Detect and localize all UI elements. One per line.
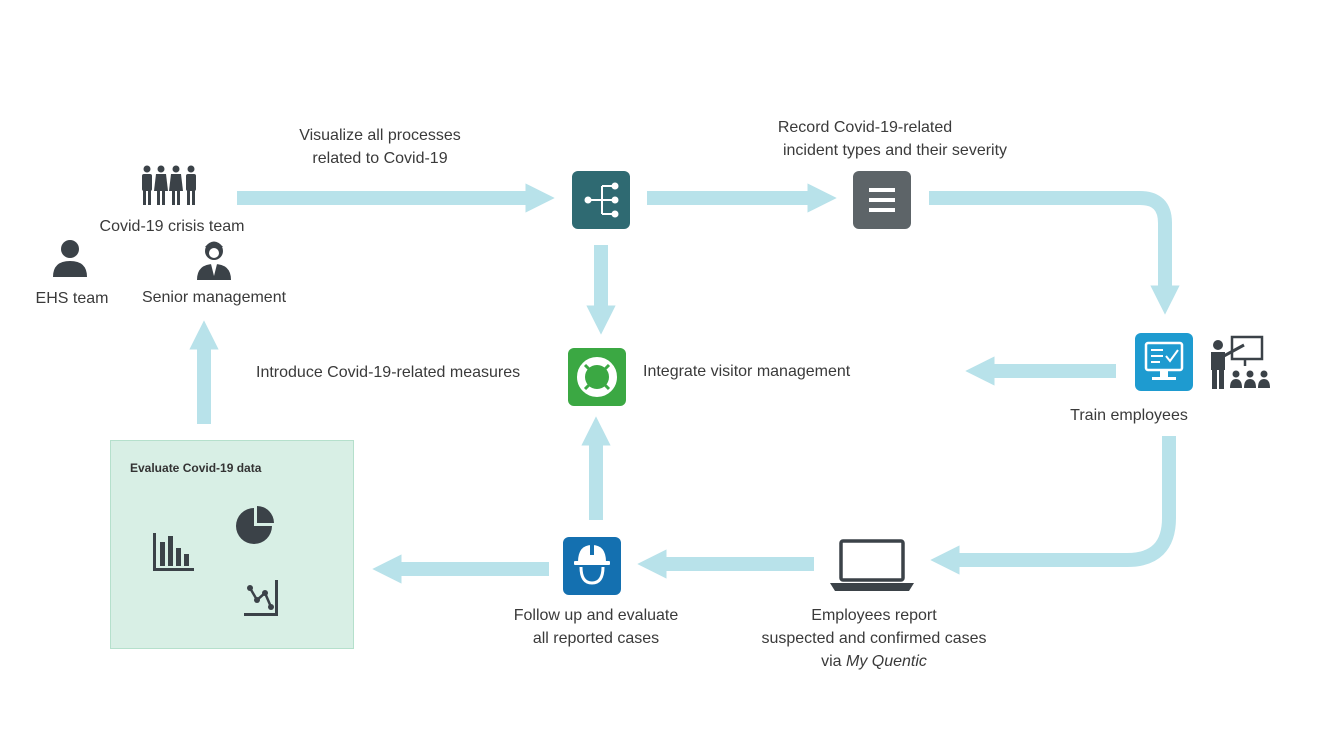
follow-up-label: Follow up and evaluate all reported case…	[490, 604, 702, 650]
presenter-icon	[1211, 335, 1270, 389]
ehs-team-label: EHS team	[35, 290, 109, 307]
evaluate-data-box	[110, 440, 354, 649]
evaluate-data-title: Evaluate Covid-19 data	[130, 461, 262, 475]
my-quentic-text: My Quentic	[845, 653, 927, 670]
training-screen-icon	[1135, 333, 1193, 391]
visualize-line-1: Visualize all processes	[299, 127, 461, 144]
visualize-line-2: related to Covid-19	[312, 150, 448, 167]
hardhat-worker-icon	[563, 537, 621, 595]
laptop-icon	[830, 539, 914, 591]
report-via-text: via	[821, 653, 846, 670]
process-tree-icon	[572, 171, 630, 229]
report-line-2: suspected and confirmed cases	[761, 630, 987, 647]
record-line-1: Record Covid-19-related	[777, 119, 953, 136]
integrate-visitor-label: Integrate visitor management	[643, 363, 851, 380]
person-icon	[53, 240, 87, 277]
arrow-training-to-report	[930, 436, 1176, 575]
report-line-3: via My Quentic	[734, 650, 1014, 673]
list-icon	[853, 171, 911, 229]
lifebuoy-icon	[568, 348, 626, 406]
follow-line-2: all reported cases	[532, 630, 660, 647]
report-line-1: Employees report	[811, 607, 937, 624]
arrow-incident-to-training	[929, 191, 1180, 315]
connector-arrows	[189, 183, 1180, 584]
employees-report-label: Employees report suspected and confirmed…	[734, 604, 1014, 673]
manager-icon	[197, 241, 231, 280]
introduce-measures-label: Introduce Covid-19-related measures	[256, 364, 521, 381]
record-line-2: incident types and their severity	[782, 142, 1008, 159]
follow-line-1: Follow up and evaluate	[513, 607, 679, 624]
group-people-icon	[142, 165, 196, 205]
train-employees-label: Train employees	[1070, 407, 1188, 424]
crisis-team-label: Covid-19 crisis team	[99, 218, 245, 235]
record-incidents-label: Record Covid-19-related incident types a…	[740, 116, 1050, 162]
visualize-processes-label: Visualize all processes related to Covid…	[280, 124, 480, 170]
senior-management-label: Senior management	[141, 289, 287, 306]
